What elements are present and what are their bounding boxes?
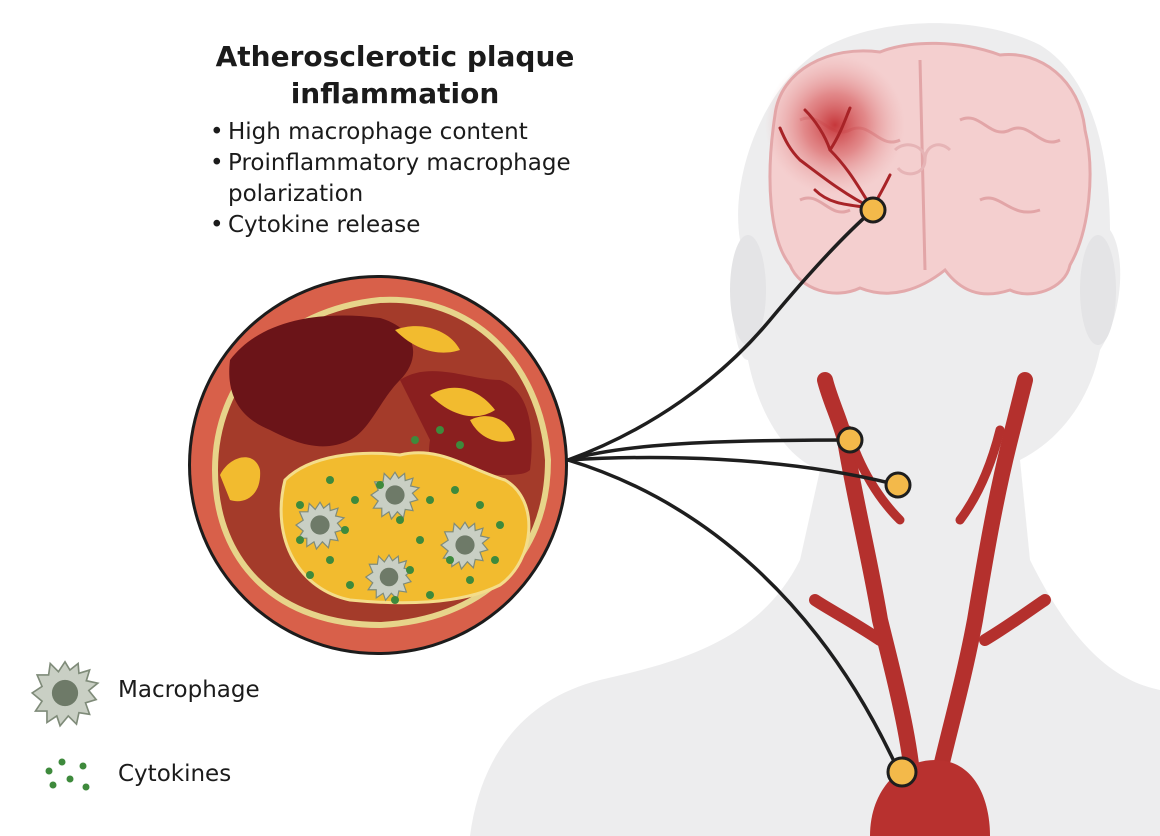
diagram-title: Atherosclerotic plaque inflammation [215, 40, 575, 110]
brain-illustration [765, 41, 1092, 296]
artery-cross-section [188, 275, 568, 655]
macrophage-icon [31, 661, 99, 727]
feature-item: High macrophage content [210, 117, 630, 148]
aortic-site-marker [886, 756, 918, 788]
legend-cytokines-label: Cytokines [118, 761, 232, 787]
carotid-site-marker-lower [884, 471, 912, 499]
plaque-deposit [279, 451, 531, 605]
carotid-site-marker-upper [836, 426, 864, 454]
connector-lines [566, 208, 900, 772]
legend-macrophage-label: Macrophage [118, 677, 260, 703]
inflammation-features-list: High macrophage content Proinflammatory … [210, 117, 630, 241]
lipid-core [229, 315, 414, 447]
site-markers [836, 196, 918, 788]
arterial-tree [809, 372, 1051, 828]
cytokines-icon [45, 758, 90, 791]
brain-site-marker [859, 196, 887, 224]
feature-item: Proinflammatory macrophage polarization [210, 148, 630, 210]
plaque-cytokines [296, 426, 504, 604]
feature-item: Cytokine release [210, 210, 630, 241]
